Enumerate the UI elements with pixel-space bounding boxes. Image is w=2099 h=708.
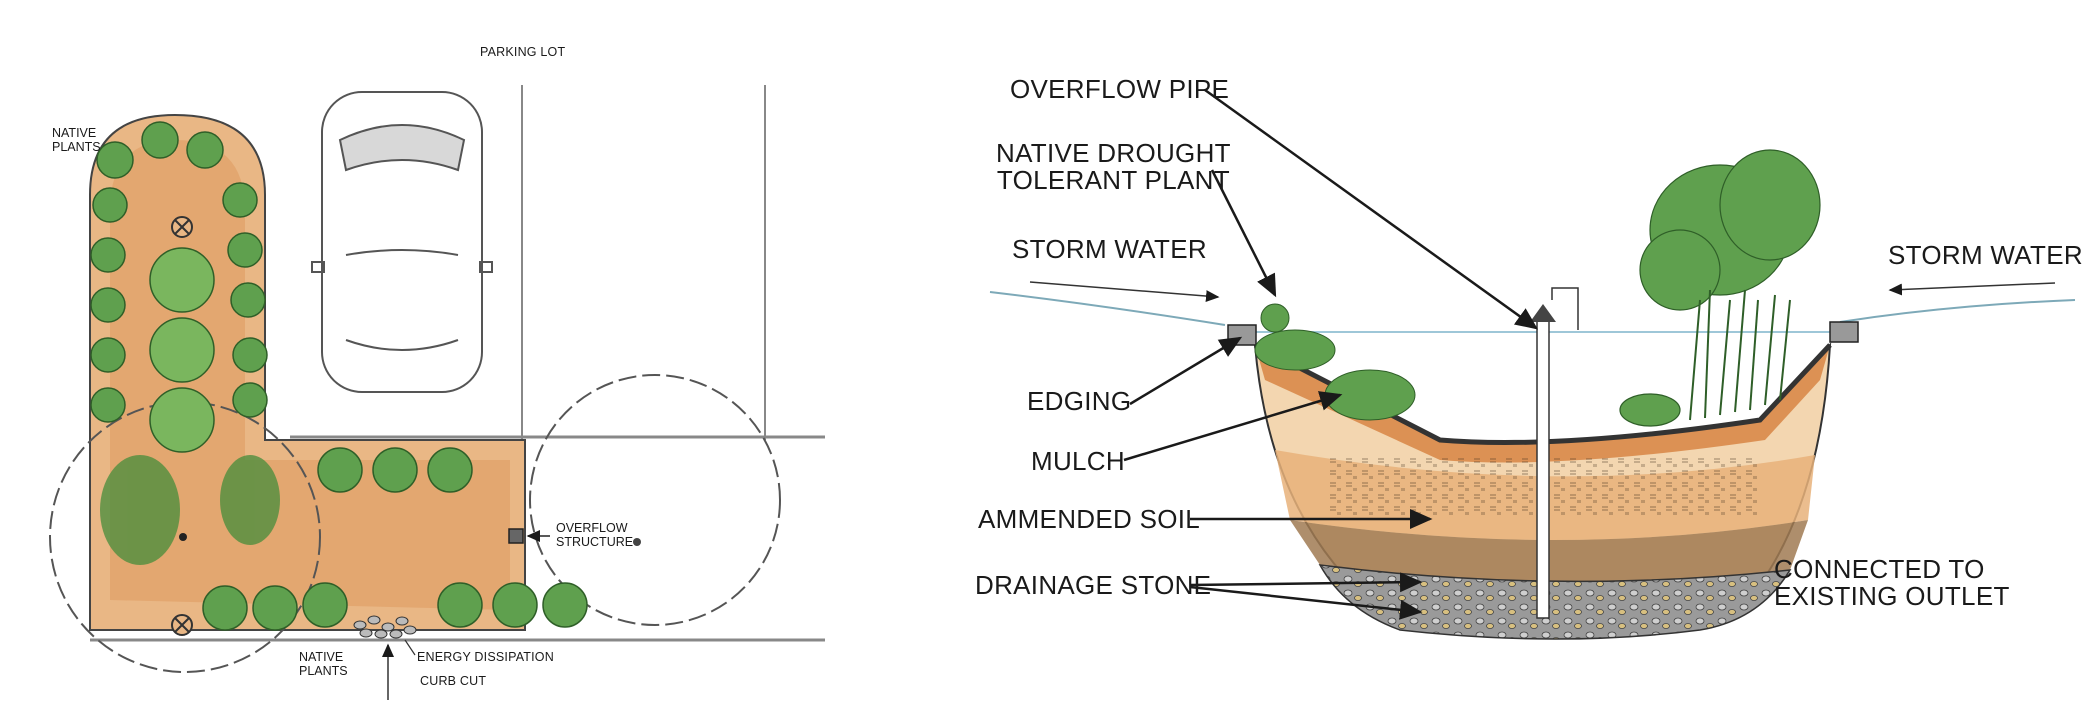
edging-right (1830, 322, 1858, 342)
storm-water-right-label: STORM WATER (1888, 242, 2083, 269)
overflow-structure-box (509, 529, 523, 543)
native-plants-bottom-label: NATIVE PLANTS (299, 650, 348, 679)
storm-water-left-label: STORM WATER (1012, 236, 1207, 263)
ground-left (990, 292, 1225, 325)
energy-dissipation-label: ENERGY DISSIPATION (417, 651, 554, 664)
car-outline (312, 92, 492, 392)
curb-cut-label: CURB CUT (420, 675, 486, 688)
ammended-soil-label: AMMENDED SOIL (978, 506, 1200, 533)
connected-outlet-label: CONNECTED TO EXISTING OUTLET (1774, 556, 2010, 611)
ground-right (1840, 300, 2075, 322)
mulch-label: MULCH (1031, 448, 1125, 475)
storm-water-arrow-left (1030, 282, 1218, 297)
native-plants-top-label: NATIVE PLANTS (52, 126, 101, 155)
plan-view (50, 85, 825, 700)
overflow-pipe (1537, 318, 1549, 618)
storm-water-arrow-right (1890, 283, 2055, 290)
native-drought-plant-label: NATIVE DROUGHT TOLERANT PLANT (996, 140, 1231, 195)
edging-label: EDGING (1027, 388, 1131, 415)
parking-lot-label: PARKING LOT (480, 46, 565, 59)
trees-center (150, 248, 214, 452)
overflow-pipe-label: OVERFLOW PIPE (1010, 76, 1229, 103)
overflow-structure-label: OVERFLOW STRUCTURE (556, 521, 633, 550)
drainage-stone-label: DRAINAGE STONE (975, 572, 1211, 599)
